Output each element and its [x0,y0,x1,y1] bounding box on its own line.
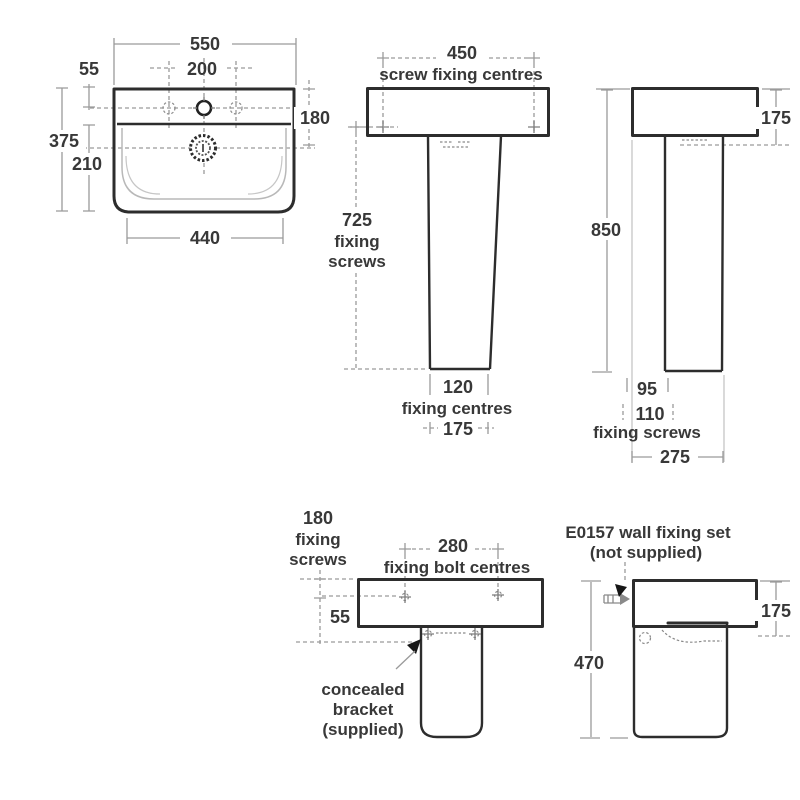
dim-175-label: 175 [761,601,791,621]
fixing-centres-label: fixing centres [402,399,513,418]
basin-outline [631,87,759,137]
dim-850-label: 850 [591,220,621,240]
wall-screw-icon [603,593,630,605]
bracket-fixing-icons [422,628,481,640]
fixing-set-title: E0157 wall fixing set [565,523,731,542]
view-semi-pedestal-front: 180 fixing screws 280 fixing bolt centre… [289,508,544,739]
semi-pedestal-outline [632,623,729,739]
semi-pedestal-outline [419,627,484,739]
dim-175-base-label: 175 [443,419,473,439]
fixing-word: fixing [334,232,379,251]
bowl-inner-line [121,128,287,200]
knockout [41,130,86,152]
hidden-bracket-lines [440,141,470,148]
fixing-word: fixing [295,530,340,549]
screw-centrelines [382,64,535,132]
view-semi-pedestal-side: E0157 wall fixing set (not supplied) 470… [565,523,798,739]
dim-210-label: 210 [72,154,102,174]
fixing-bolt-centres-label: fixing bolt centres [384,558,530,577]
supplied-word: (supplied) [322,720,403,739]
basin-outline [112,87,296,214]
extension-lines [631,140,725,462]
screw-position-crosses [377,121,540,133]
dim-175-ticks [429,422,489,434]
dim-280-label: 280 [438,536,468,556]
concealed-word: concealed [321,680,404,699]
knockout [653,447,698,467]
fixing-set-subtitle: (not supplied) [590,543,702,562]
dim-375-label: 375 [49,131,79,151]
dim-55-lines [83,84,95,110]
bolt-centrelines [404,555,499,592]
dim-55-label: 55 [79,59,99,79]
hidden-bracket-detail [638,629,722,645]
dim-180-label: 180 [303,508,333,528]
bracket-word: bracket [333,700,394,719]
dim-280-crosses [399,543,504,555]
knockout [583,218,629,240]
basin-outline [366,87,550,137]
bracket-leader-line [395,650,416,670]
dim-450-label: 450 [447,43,477,63]
knockout [64,153,110,175]
tap-hole-icon [193,97,215,119]
dim-440-label: 440 [190,228,220,248]
dim-200-label: 200 [187,59,217,79]
dim-95-label: 95 [637,379,657,399]
dim-275-label: 275 [660,447,690,467]
basin-outline [357,578,544,628]
dim-55-ticks [314,578,326,599]
dim-120-label: 120 [443,377,473,397]
dim-450-crosses [377,52,540,64]
view-basin-front: 550 55 200 375 210 440 180 [41,34,336,248]
dim-275-lines [631,451,724,463]
dim-725-label: 725 [342,210,372,230]
view-pedestal-front: 450 screw fixing centres 725 fixing scre… [327,43,550,439]
dim-110-ticks [622,404,674,420]
screws-word: screws [328,252,386,271]
dim-55-label: 55 [330,607,350,627]
pedestal-outline [663,135,725,373]
knockout [294,107,336,129]
pedestal-outline [426,135,503,371]
fixing-cross [350,121,362,133]
fixing-screws-label: fixing screws [593,423,701,442]
screw-fixing-centres-label: screw fixing centres [379,65,542,84]
waste-outlet-icon [189,134,217,162]
knockout [754,107,798,129]
dim-55-180-lines [296,570,420,646]
screws-word: screws [289,550,347,569]
dim-120-ticks [429,374,489,395]
dim-440-lines [126,218,284,244]
dim-550-lines [113,38,297,85]
optional-tap-hole-left-icon [162,101,176,115]
dim-180-label: 180 [300,108,330,128]
dim-550-label: 550 [190,34,220,54]
fixing-bolt-icons [399,589,504,603]
knockout [754,600,798,621]
dim-180-ticks [303,88,315,146]
knockout [327,207,387,270]
dim-175-label: 175 [761,108,791,128]
dim-470-label: 470 [574,653,604,673]
dim-110-label: 110 [635,404,664,424]
bowl-slope-lines [125,155,283,195]
knockout [566,651,612,673]
optional-tap-hole-right-icon [229,101,243,115]
fixing-arrow-icon [615,584,627,597]
dim-95-ticks [626,378,669,392]
bracket-arrow-icon [407,639,421,654]
basin-outline [632,579,758,628]
view-pedestal-side: 850 175 95 110 fixing screws 275 [583,87,798,467]
